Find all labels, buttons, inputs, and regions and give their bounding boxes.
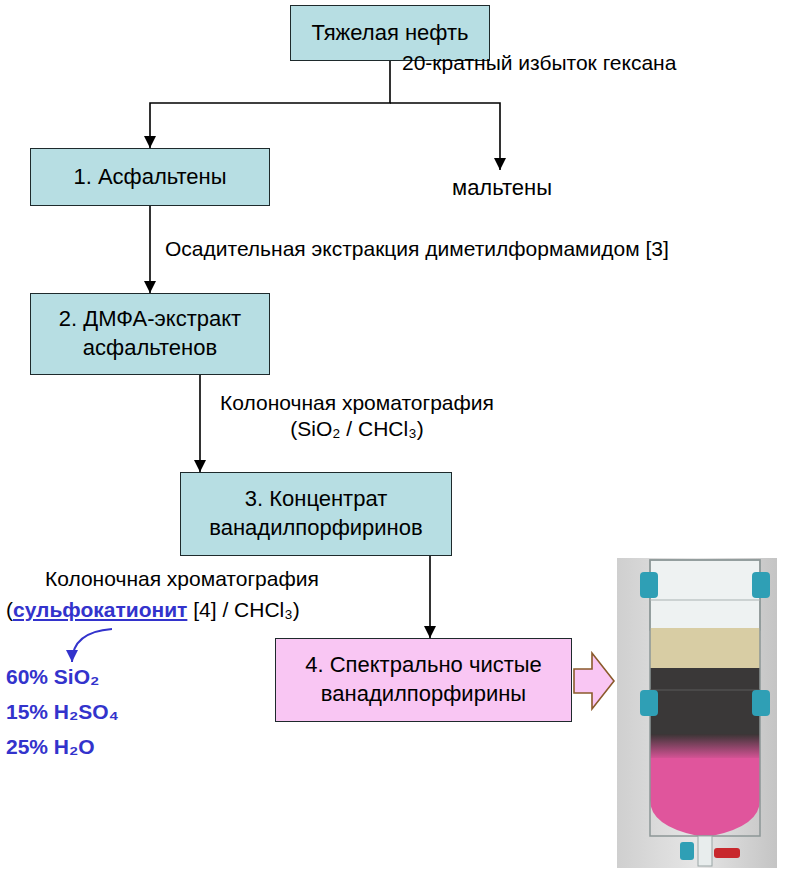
composition-label: 15% H₂SO₄	[6, 699, 119, 725]
flow-arrow	[149, 206, 151, 293]
block-arrow	[574, 653, 614, 709]
flow-arrow	[199, 375, 201, 472]
branch-arrow	[390, 103, 500, 170]
process-box: 1. Асфальтены	[30, 148, 270, 206]
edge-label: 20-кратный избыток гексана	[402, 50, 676, 76]
process-box: 3. Концентрат ванадилпорфиринов	[180, 472, 452, 556]
flow-arrow	[150, 61, 390, 148]
box-text: 4. Спектрально чистые ванадилпорфирины	[286, 651, 561, 708]
box-text: Тяжелая нефть	[312, 19, 469, 48]
sorbent-link: сульфокатионит	[13, 598, 187, 622]
composition-label: 60% SiO₂	[6, 664, 99, 690]
pointer-arrow	[72, 629, 112, 662]
column-photo	[617, 558, 777, 868]
composition-label: 25% H₂O	[6, 734, 95, 760]
process-box: 4. Спектрально чистые ванадилпорфирины	[275, 638, 572, 722]
box-text: 3. Концентрат ванадилпорфиринов	[191, 485, 441, 542]
edge-label: Осадительная экстракция диметилформамидо…	[165, 236, 669, 262]
output-label: мальтены	[452, 174, 552, 202]
process-box: 2. ДМФА-экстракт асфальтенов	[30, 293, 270, 375]
edge-label: Колоночная хроматография (SiO₂ / CHCl₃)	[212, 390, 502, 443]
edge-label: Колоночная хроматография	[45, 566, 319, 592]
bracket-text: (	[6, 598, 13, 622]
box-text: 1. Асфальтены	[73, 163, 226, 192]
reference-text: [4] / CHCl₃)	[193, 598, 300, 622]
box-text: 2. ДМФА-экстракт асфальтенов	[41, 305, 259, 362]
label-row: (сульфокатионит[4] / CHCl₃)	[6, 598, 300, 622]
flow-arrow	[429, 556, 431, 638]
